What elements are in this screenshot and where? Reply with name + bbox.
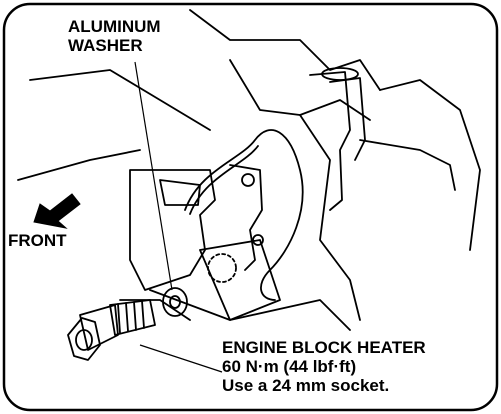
engine-contour (299, 99, 371, 121)
heater-threads (117, 300, 145, 334)
heater-label-title: ENGINE BLOCK HEATER (222, 338, 426, 357)
bolt-head (241, 173, 255, 187)
block-boss (199, 239, 281, 321)
engine-contour (149, 289, 351, 331)
heater-hole (207, 253, 237, 283)
engine-contour (189, 9, 381, 91)
engine-contour (229, 59, 361, 321)
heater-cable (184, 129, 304, 301)
engine-contour (119, 299, 191, 321)
aluminum-washer-label: ALUMINUM WASHER (68, 17, 161, 55)
engine-block-heater-label: ENGINE BLOCK HEATER 60 N·m (44 lbf·ft) U… (222, 338, 426, 395)
front-label: FRONT (8, 231, 67, 250)
engine-contour (17, 149, 141, 181)
heater-label-socket: Use a 24 mm socket. (222, 376, 390, 396)
washer-hole (169, 295, 181, 309)
heater-hex-body (79, 304, 119, 351)
engine-contour (29, 69, 211, 131)
heater-cable (189, 145, 259, 215)
coolant-hose (309, 71, 351, 211)
front-arrow-icon (33, 193, 81, 229)
bracket-arm (229, 164, 263, 271)
heater-leader-line (139, 344, 223, 373)
heater-threaded-body (109, 299, 156, 336)
aluminum-washer (162, 287, 188, 317)
heater-label-torque: 60 N·m (44 lbf·ft) (222, 357, 357, 377)
washer-leader-line (134, 61, 173, 291)
engine-contour (379, 79, 481, 251)
bracket-face (159, 179, 201, 206)
heater-socket-end (75, 329, 93, 351)
washer-label-line2: WASHER (68, 36, 143, 56)
engine-contour (359, 139, 456, 191)
hose-end (321, 67, 359, 81)
heater-hex-nut (67, 317, 101, 361)
washer-label-line1: ALUMINUM (68, 17, 161, 36)
bolt-head (252, 234, 264, 246)
